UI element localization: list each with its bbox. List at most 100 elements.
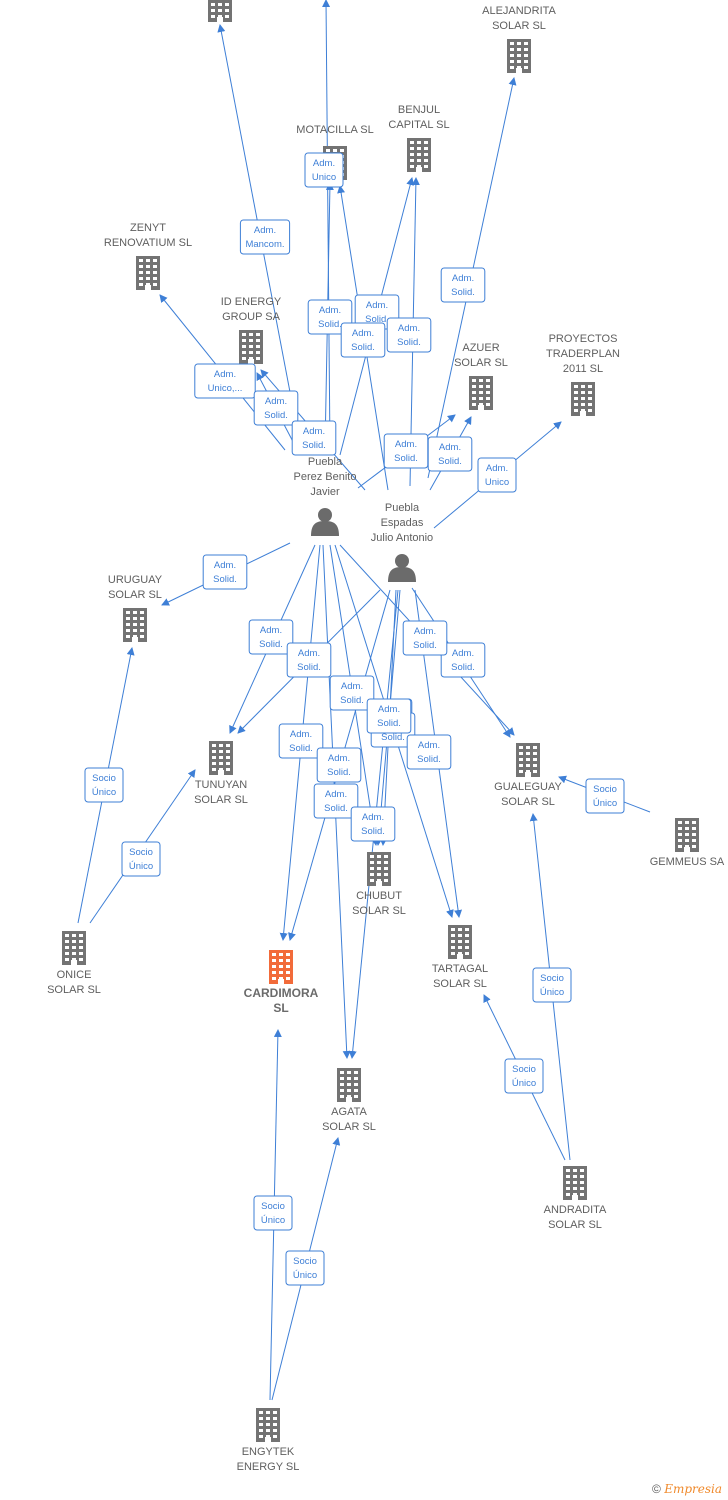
edge-label-text: Adm. [325,789,347,800]
building-icon [516,743,540,777]
edge-label[interactable]: Adm.Solid. [313,783,359,819]
edge-label[interactable]: Adm.Solid. [329,675,375,711]
edge-label-box [253,390,299,426]
edge-label-box [406,734,452,770]
edge-label[interactable]: Adm. Solid. [316,747,362,783]
edge-label[interactable]: Adm.Solid. [278,723,324,759]
edge-label-box [291,420,337,456]
edge-label[interactable]: Adm.Solid. [350,806,396,842]
edge-label[interactable]: Adm.Solid. [402,620,448,656]
edge-label-box [286,642,332,678]
edge-label[interactable]: Adm.Solid. [253,390,299,426]
edge-label[interactable]: Adm.Solid. [291,420,337,456]
edge-label[interactable]: Adm.Mancom. [239,219,291,255]
edge-label-box [440,642,486,678]
node-label: ENGYTEK [242,1446,295,1458]
edge-label[interactable]: Adm.Solid. [340,322,386,358]
edge-label-text: Unico,... [208,383,243,394]
edge-label-text: Unico [312,172,336,183]
node-gemmeus[interactable]: GEMMEUS SA [650,818,725,868]
node-top[interactable] [208,0,232,22]
edge-label-text: Único [92,787,116,798]
node-label: SOLAR SL [501,796,555,808]
node-label: BENJUL [398,104,440,116]
node-benjul[interactable]: BENJUL CAPITAL SL [388,104,450,172]
edge-label-box [121,841,161,877]
edge-label-box [316,747,362,783]
copyright-symbol: © [652,1482,661,1496]
edge-label[interactable]: Adm.Solid. [286,642,332,678]
node-label: 2011 SL [563,363,603,375]
edge-label[interactable]: Adm.Solid. [440,267,486,303]
node-idenergy[interactable]: ID ENERGY GROUP SA [221,296,282,364]
edge-label-box [585,778,625,814]
edge-label-text: Adm. [214,369,236,380]
building-icon [208,0,232,22]
edge-label-text: Socio [92,773,116,784]
edge-label-text: Solid. [302,440,326,451]
edge-label[interactable]: Adm.Solid. [248,619,294,655]
node-label: SOLAR SL [47,984,101,996]
edge-label[interactable]: Adm. Unico,... [194,363,256,399]
edge-label-text: Solid. [394,453,418,464]
edge-label-text: Adm. [214,560,236,571]
node-label: ID ENERGY [221,296,282,308]
node-label: CAPITAL SL [388,119,449,131]
edge-label-text: Adm. [362,812,384,823]
node-label: Julio Antonio [371,532,433,544]
node-label: GROUP SA [222,311,281,323]
edge-label-text: Solid. [327,767,351,778]
building-icon [407,138,431,172]
edge-label[interactable]: Adm.Solid. [386,317,432,353]
edge-label[interactable]: Adm.Solid. [440,642,486,678]
edge-label-text: Socio [293,1256,317,1267]
edge-label-text: Solid. [365,314,389,325]
edge-label-text: Único [293,1270,317,1281]
edge-label[interactable]: Adm.Unico [304,152,344,188]
edge-label-text: Unico [485,477,509,488]
edge-label-text: Solid. [451,287,475,298]
edge-label[interactable]: Adm.Solid. [202,554,248,590]
edge-label-box [402,620,448,656]
building-icon [209,741,233,775]
node-label: ZENYT [130,222,166,234]
edge-label[interactable]: Adm.Solid. [406,734,452,770]
edge-label-text: Socio [593,784,617,795]
edge-label[interactable]: Adm.Unico [477,457,517,493]
edge-label[interactable]: Adm.Solid. [383,433,429,469]
edge-label-text: Adm. [328,753,350,764]
node-label: AGATA [331,1106,367,1118]
building-icon [448,925,472,959]
edge-label[interactable]: Adm.Solid. [427,436,473,472]
edge-label-text: Adm. [439,442,461,453]
node-label: GEMMEUS SA [650,856,725,868]
brand-logo[interactable]: Empresia [664,1482,722,1496]
edge-line [322,0,331,451]
person-icon [388,554,416,582]
edge-label[interactable]: Adm.Solid. [366,698,412,734]
